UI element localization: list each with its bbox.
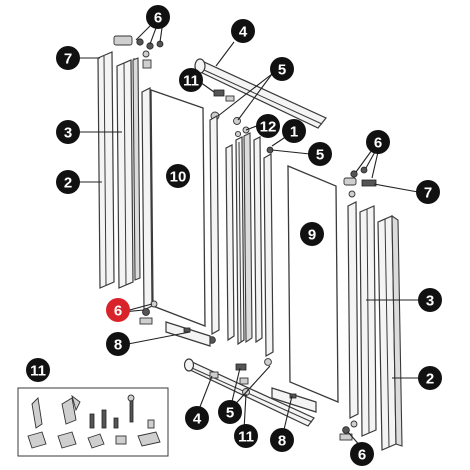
- part-label-4: 4: [185, 406, 209, 430]
- label-badge-circle: [179, 68, 203, 92]
- part-label-5: 5: [308, 142, 332, 166]
- part-label-8: 8: [106, 332, 130, 356]
- label-badge-circle: [234, 424, 258, 448]
- left-wall-profile: [97, 51, 115, 289]
- label-badge-circle: [416, 180, 440, 204]
- label-badge-text: 6: [374, 135, 382, 152]
- label-badge-circle: [308, 142, 332, 166]
- label-badge-circle: [282, 119, 306, 143]
- label-badge-circle: [350, 442, 374, 466]
- part-label-5: 5: [270, 57, 294, 81]
- label-badge-text: 6: [358, 447, 366, 464]
- glass-panel-10: [150, 89, 206, 327]
- label-badge-circle: [166, 164, 190, 188]
- label-badge-circle: [185, 406, 209, 430]
- label-badge-text: 5: [226, 405, 234, 422]
- part-label-7: 7: [56, 46, 80, 70]
- part-label-11: 11: [234, 424, 258, 448]
- label-badge-text: 2: [426, 371, 434, 388]
- label-badge-text: 12: [260, 119, 277, 136]
- part-label-6: 6: [350, 442, 374, 466]
- label-badge-text: 3: [426, 293, 434, 310]
- bottom-right-hardware: [339, 420, 358, 441]
- label-badge-text: 6: [154, 10, 162, 27]
- left-channel-profile: [116, 57, 141, 289]
- label-badge-text: 11: [183, 73, 199, 90]
- label-badge-circle: [56, 170, 80, 194]
- part-label-3: 3: [56, 120, 80, 144]
- label-badge-circle: [231, 19, 255, 43]
- kit-screw-icon: [89, 394, 155, 429]
- label-badge-circle: [106, 332, 130, 356]
- label-badge-circle: [56, 46, 80, 70]
- bottom-left-hardware: [139, 300, 158, 325]
- right-channel-profile: [359, 205, 377, 437]
- kit-anchor-icon: [31, 394, 81, 429]
- left-door-post: [141, 87, 153, 311]
- label-badge-text: 2: [64, 175, 72, 192]
- right-wall-profile: [377, 214, 403, 451]
- part-label-10: 10: [166, 164, 190, 188]
- bottom-plate-left-8: [165, 321, 211, 347]
- part-label-4: 4: [231, 19, 255, 43]
- center-profiles: [208, 114, 274, 366]
- part-label-7: 7: [416, 180, 440, 204]
- kit-clip-icon: [27, 431, 161, 449]
- label-badge-text: 1: [290, 124, 298, 141]
- top-right-hardware: [343, 166, 377, 198]
- part-label-6: 6: [106, 298, 130, 322]
- label-badge-circle: [366, 130, 390, 154]
- label-badge-circle: [270, 57, 294, 81]
- bottom-rail-4: [183, 358, 315, 427]
- label-badge-text: 6: [114, 303, 122, 320]
- part-label-2: 2: [56, 170, 80, 194]
- label-badge-text: 11: [30, 363, 46, 380]
- part-label-3: 3: [418, 288, 442, 312]
- label-badge-circle: [218, 400, 242, 424]
- label-badge-text: 4: [193, 411, 202, 428]
- label-badge-circle: [26, 358, 50, 382]
- label-badge-text: 5: [278, 62, 286, 79]
- label-badge-text: 11: [238, 429, 254, 446]
- glass-panel-9: [287, 165, 339, 403]
- part-label-8: 8: [270, 428, 294, 452]
- label-badge-circle: [146, 5, 170, 29]
- label-badge-text: 9: [308, 227, 316, 244]
- bottom-plate-right-8: [271, 387, 317, 413]
- label-badge-circle: [106, 298, 130, 322]
- label-badge-circle: [256, 114, 280, 138]
- part-label-2: 2: [418, 366, 442, 390]
- part-label-6: 6: [146, 5, 170, 29]
- part-label-11: 11: [26, 358, 50, 382]
- label-badge-text: 7: [424, 185, 432, 202]
- label-badge-circle: [270, 428, 294, 452]
- label-badge-text: 10: [170, 169, 187, 186]
- label-badge-text: 8: [114, 337, 122, 354]
- label-badge-text: 5: [316, 147, 324, 164]
- part-label-6: 6: [366, 130, 390, 154]
- label-badge-text: 3: [64, 125, 72, 142]
- label-badge-text: 4: [239, 24, 248, 41]
- hardware-kit-11: [17, 387, 169, 457]
- part-label-11: 11: [179, 68, 203, 92]
- part-label-1: 1: [282, 119, 306, 143]
- label-badge-circle: [418, 366, 442, 390]
- label-badge-circle: [56, 120, 80, 144]
- label-badge-circle: [418, 288, 442, 312]
- label-badge-text: 7: [64, 51, 72, 68]
- label-badge-circle: [300, 222, 324, 246]
- top-left-hardware: [113, 35, 164, 69]
- part-label-9: 9: [300, 222, 324, 246]
- right-door-post: [347, 201, 359, 419]
- part-label-5: 5: [218, 400, 242, 424]
- label-badge-text: 8: [278, 433, 286, 450]
- part-label-12: 12: [256, 114, 280, 138]
